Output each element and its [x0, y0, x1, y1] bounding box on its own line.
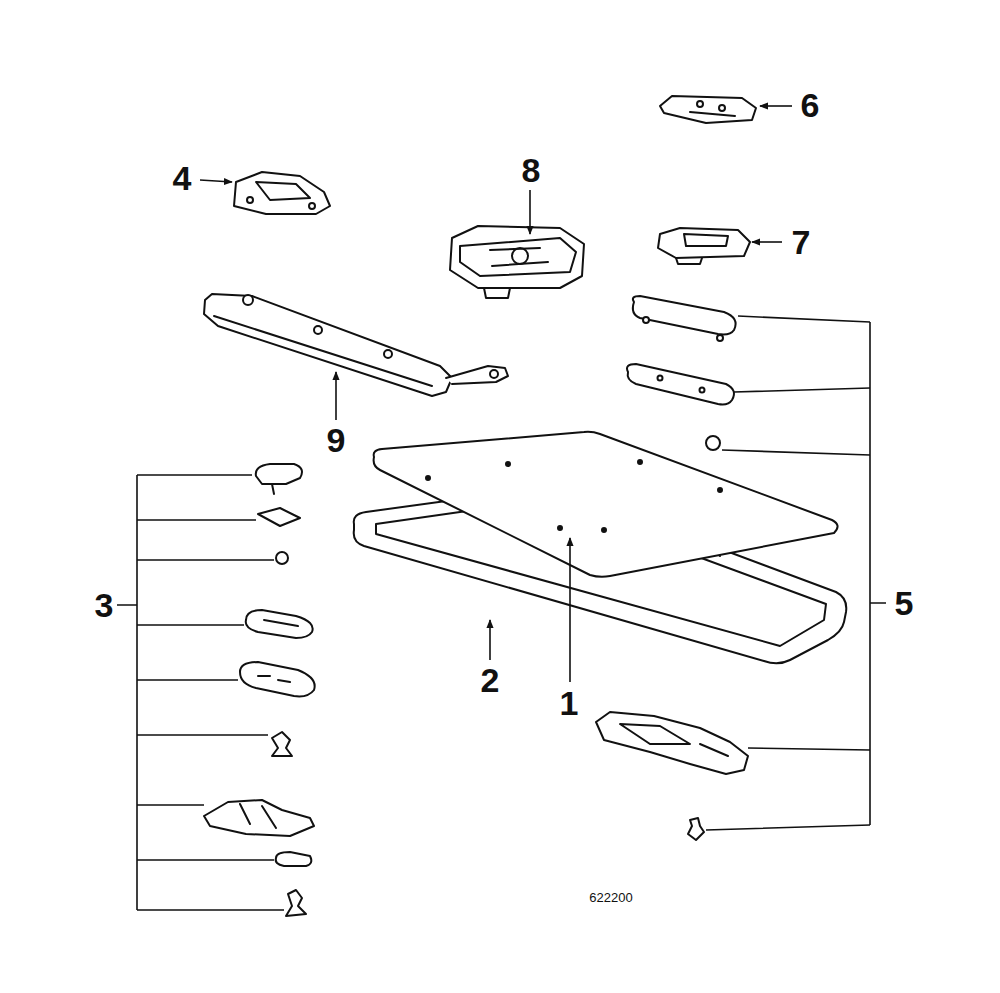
left-parts [204, 464, 315, 916]
right-parts [627, 364, 734, 405]
callout-number: 6 [801, 88, 820, 122]
switch-unit [658, 228, 750, 258]
motor-housing [450, 226, 584, 288]
callout-number: 1 [560, 686, 579, 720]
right-parts [596, 712, 748, 774]
latch-bracket [234, 172, 330, 214]
switch-unit [676, 258, 702, 264]
hinge-plate [660, 96, 756, 123]
left-parts [276, 552, 288, 564]
hinge-plate [690, 112, 735, 116]
handle-trim [490, 370, 498, 378]
right-parts [706, 436, 720, 450]
left-parts [264, 620, 298, 626]
leader-lines [529, 190, 531, 234]
latch-bracket [247, 197, 253, 203]
latch-bracket [309, 203, 315, 209]
leader-lines [200, 180, 232, 182]
leader-lines [760, 105, 792, 107]
left-parts [240, 804, 276, 828]
left-parts [258, 676, 290, 682]
right-parts [717, 335, 723, 341]
leader-lines [870, 322, 886, 825]
motor-housing [484, 288, 510, 298]
right-parts [596, 296, 748, 840]
leader-lines [706, 316, 870, 830]
right-parts [643, 317, 649, 323]
right-parts [633, 296, 736, 335]
right-parts [620, 724, 728, 756]
glass-panel [374, 432, 838, 577]
callout-number: 3 [95, 588, 114, 622]
left-parts [272, 484, 274, 494]
latch-bracket [234, 172, 330, 214]
handle-trim [204, 294, 452, 396]
left-parts [276, 852, 312, 866]
glass-panel [638, 460, 642, 464]
exploded-illustration [204, 96, 846, 916]
hinge-plate [660, 96, 756, 123]
left-parts [258, 508, 300, 526]
glass-panel [426, 476, 430, 480]
hinge-plate [697, 101, 703, 107]
callout-number: 9 [327, 423, 346, 457]
handle-trim [204, 294, 508, 396]
left-parts [240, 662, 315, 696]
leader-lines [117, 106, 886, 910]
leader-lines [335, 372, 337, 420]
leader-lines [117, 475, 137, 910]
right-parts [658, 376, 663, 381]
right-parts [700, 388, 705, 393]
handle-trim [214, 316, 432, 386]
motor-housing [490, 248, 548, 266]
leader-lines [752, 241, 782, 243]
figure-code: 622200 [589, 891, 632, 904]
left-parts [204, 800, 314, 836]
glass-panel [506, 462, 510, 466]
glass-panel [374, 432, 838, 577]
callout-number: 8 [522, 153, 541, 187]
latch-bracket [256, 182, 310, 200]
switch-unit [658, 228, 750, 264]
left-parts [256, 464, 302, 484]
motor-housing [512, 248, 528, 264]
glass-panel [602, 528, 606, 532]
glass-panel [718, 488, 722, 492]
glass-panel [558, 526, 562, 530]
handle-trim [384, 350, 392, 358]
left-parts [272, 732, 292, 756]
handle-trim [314, 326, 322, 334]
right-parts [688, 818, 704, 840]
left-parts [286, 890, 306, 916]
motor-housing [460, 238, 576, 276]
handle-trim [243, 295, 253, 305]
callout-number: 7 [792, 225, 811, 259]
leader-lines [137, 475, 284, 910]
handle-trim [446, 366, 508, 384]
callout-number: 4 [173, 161, 192, 195]
leader-lines [489, 620, 491, 660]
left-parts [246, 610, 313, 638]
switch-unit [684, 234, 728, 246]
leader-lines [569, 538, 571, 682]
callout-number: 2 [481, 663, 500, 697]
motor-housing [450, 226, 584, 298]
hinge-plate [719, 105, 725, 111]
callout-number: 5 [895, 586, 914, 620]
